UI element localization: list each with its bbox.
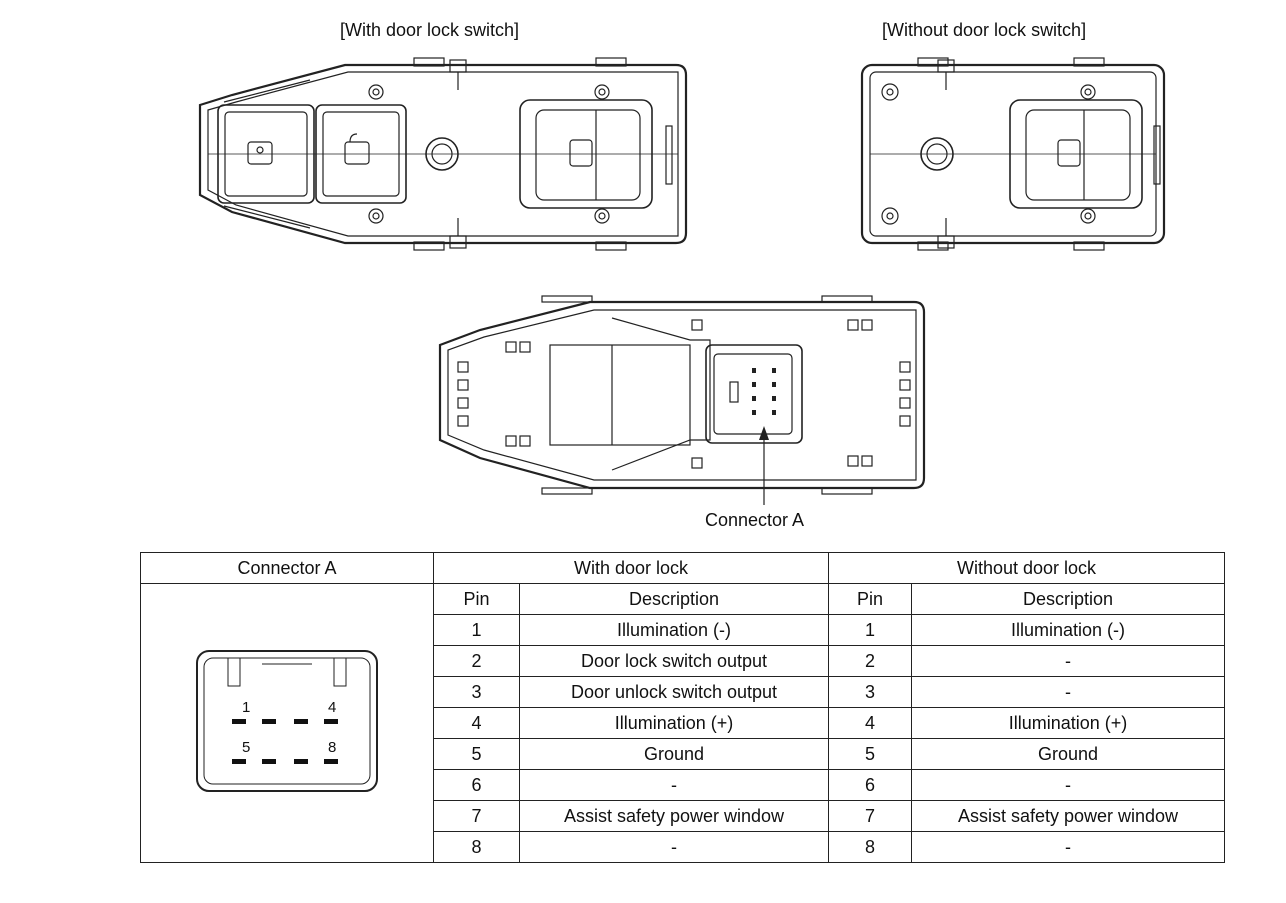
description-without: Illumination (+) [911,707,1226,739]
header-without-door-lock: Without door lock [828,552,1226,584]
pin-with: 7 [433,800,520,832]
switch-with-door-lock-top-view [198,57,688,251]
connector-a-face-pins [232,718,338,764]
description-with: Assist safety power window [518,800,830,832]
caption-with-door-lock-switch: [With door lock switch] [340,20,520,40]
pin-label-1: 1 [242,699,250,716]
pin-without: 1 [828,614,913,646]
connector-a-face-cell: 1 4 5 8 [140,583,434,863]
pin-without: 7 [828,800,913,832]
table-row: 4 Illumination (+) 4 Illumination (+) [141,707,1226,739]
connector-a-housing [705,344,803,444]
unlock-button-right [315,104,407,204]
pin-without: 6 [828,769,913,801]
description-with: Illumination (+) [518,707,830,739]
lock-icon-left [247,141,273,165]
subheader-description-with: Description [518,583,830,615]
window-switch-icon [569,139,593,167]
switch-bottom-view [438,295,926,505]
description-without: - [911,645,1226,677]
pin-without: 2 [828,645,913,677]
description-with: Ground [518,738,830,770]
caption-connector-a-pointer: Connector A [705,510,805,530]
pin-label-5: 5 [242,739,250,756]
description-without: Assist safety power window [911,800,1226,832]
lock-button-left [217,104,315,204]
pin-with: 5 [433,738,520,770]
description-with: Door unlock switch output [518,676,830,708]
header-connector-a: Connector A [140,552,434,584]
connector-a-face-diagram: 1 4 5 8 [196,649,378,792]
window-switch-no-lock [1009,99,1143,209]
table-row: 7 Assist safety power window 7 Assist sa… [141,800,1226,832]
pin-without: 5 [828,738,913,770]
pin-with: 1 [433,614,520,646]
description-with: - [518,831,830,863]
connector-a-pointer-arrowhead [759,426,769,440]
pin-with: 6 [433,769,520,801]
description-without: - [911,769,1226,801]
description-without: - [911,831,1226,863]
subheader-description-without: Description [911,583,1226,615]
switch-assembly-drawings [198,57,1166,505]
connector-a-pin-table: Connector A With door lock Without door … [140,552,1226,863]
caption-without-door-lock-switch: [Without door lock switch] [882,20,1087,40]
connector-a-latch [729,381,739,403]
description-without: - [911,676,1226,708]
table-row: 6 - 6 - [141,769,1226,801]
description-without: Ground [911,738,1226,770]
pin-with: 4 [433,707,520,739]
table-row: 2 Door lock switch output 2 - [141,645,1226,677]
pin-with: 3 [433,676,520,708]
pin-without: 3 [828,676,913,708]
table-row: 8 - 8 - [141,831,1226,863]
pin-with: 8 [433,831,520,863]
header-with-door-lock: With door lock [432,552,830,584]
subheader-pin-with: Pin [433,583,520,615]
pin-label-8: 8 [328,739,336,756]
pin-without: 8 [828,831,913,863]
window-switch [519,99,653,209]
pin-label-4: 4 [328,699,336,716]
switch-without-door-lock-top-view [860,57,1166,251]
connector-a-pins [752,368,776,415]
description-with: Door lock switch output [518,645,830,677]
pin-with: 2 [433,645,520,677]
table-row: 5 Ground 5 Ground [141,738,1226,770]
table-row: 3 Door unlock switch output 3 - [141,676,1226,708]
description-with: Illumination (-) [518,614,830,646]
subheader-pin-without: Pin [828,583,913,615]
description-without: Illumination (-) [911,614,1226,646]
description-with: - [518,769,830,801]
unlock-icon-right [344,141,370,165]
pin-without: 4 [828,707,913,739]
